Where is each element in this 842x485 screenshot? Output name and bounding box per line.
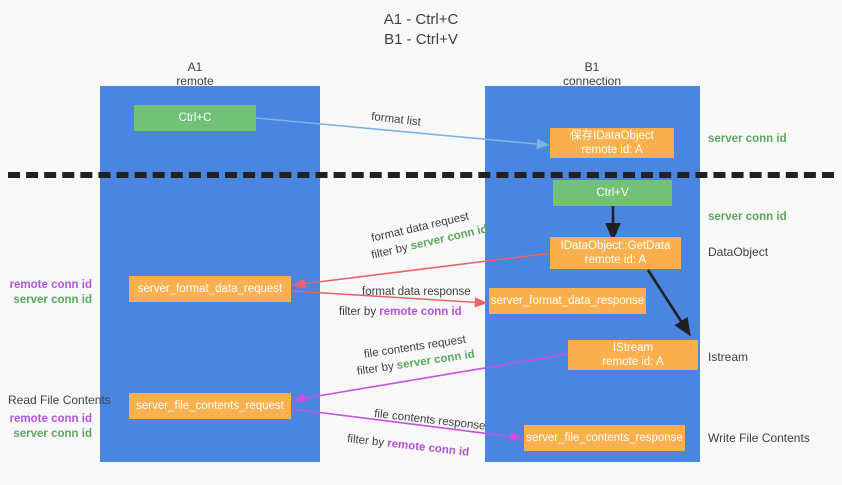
note-write-file-contents: Write File Contents [708,431,810,445]
note-read-file-contents: Read File Contents [8,393,111,407]
node-server-format-data-response[interactable]: server_format_data_response [489,288,646,314]
diagram-title: A1 - Ctrl+C B1 - Ctrl+V [383,11,459,48]
note-remote-conn-id-2: remote conn id [9,413,92,425]
note-dataobject: DataObject [708,245,769,259]
column-header-b1: B1 connection [562,60,622,88]
note-server-conn-id-2: server conn id [13,428,92,440]
note-server-conn-id-top: server conn id [708,133,787,145]
filter-prefix: filter by [339,306,380,318]
edge-label-file-contents-response-filter: filter by remote conn id [346,432,470,461]
node-server-file-contents-response[interactable]: server_file_contents_response [524,425,685,451]
filter-value-remote-conn-id: remote conn id [386,437,470,459]
node-idataobject-getdata[interactable]: IDataObject::GetData remote id: A [550,237,681,269]
filter-prefix: filter by [356,360,398,378]
edge-label-format-data-response-filter: filter by remote conn id [339,305,462,320]
edge-label-format-list: format list [370,110,422,129]
note-istream: Istream [708,350,749,364]
filter-prefix: filter by [346,432,388,450]
edge-label-file-contents-response: file contents response [373,407,487,433]
note-server-conn-id-1: server conn id [13,294,92,306]
note-remote-conn-id-1: remote conn id [9,279,92,291]
column-header-a1: A1 remote [176,60,214,88]
node-istream[interactable]: IStream remote id: A [568,340,698,370]
node-ctrl-v[interactable]: Ctrl+V [553,180,672,206]
edge-label-format-data-response: format data response [362,286,471,298]
node-server-file-contents-request[interactable]: server_file_contents_request [129,393,291,419]
node-save-idataobject[interactable]: 保存IDataObject remote id: A [550,128,674,158]
node-server-format-data-request[interactable]: server_format_data_request [129,276,291,302]
node-ctrl-c[interactable]: Ctrl+C [134,105,256,131]
note-server-conn-id-mid: server conn id [708,211,787,223]
filter-value-remote-conn-id: remote conn id [379,306,462,318]
dashed-separator [8,172,834,178]
